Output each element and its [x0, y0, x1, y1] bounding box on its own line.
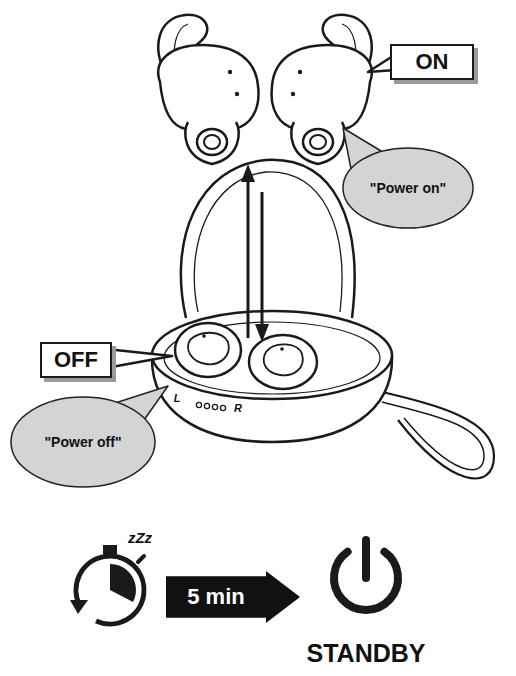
bubble-ellipse: [11, 397, 155, 487]
earbud-face: [264, 344, 303, 375]
callout-text: OFF: [54, 347, 98, 372]
callout-box: ON: [390, 44, 474, 80]
stopwatch-arrow: [70, 600, 88, 614]
callout-box: OFF: [40, 342, 112, 378]
case-lid: [181, 160, 355, 318]
bubble-text: "Power on": [370, 180, 446, 196]
case-side-label: R: [234, 402, 242, 414]
time-text: 5 min: [187, 584, 244, 609]
earbud-face: [188, 333, 229, 365]
case-side-label: L: [174, 392, 181, 404]
stopwatch-ring: [76, 556, 144, 624]
speech-bubble: "Power on": [342, 147, 474, 229]
case-rim-inner: [164, 322, 380, 394]
earbud-dot: [202, 334, 206, 338]
lanyard-inner: [382, 402, 484, 470]
arrow-up-head: [241, 164, 255, 182]
stopwatch-pin: [138, 556, 144, 562]
arrow-down-head: [255, 324, 269, 342]
time-arrow: 5 min: [166, 571, 300, 623]
earbud-in-case: [249, 335, 317, 389]
led-dot: [212, 404, 217, 409]
arrow-up-line: [247, 180, 250, 338]
earbud-dot: [280, 347, 284, 351]
state-label: STANDBY: [307, 640, 426, 668]
speech-bubble: "Power off": [10, 396, 156, 488]
case-rim: [152, 311, 392, 399]
callout-text: ON: [416, 49, 449, 74]
lanyard: [382, 392, 494, 478]
bubble-ellipse: [343, 148, 473, 228]
sleep-symbol: zZz: [128, 530, 152, 547]
earbud-in-case: [175, 323, 241, 377]
led-dot: [196, 402, 201, 407]
led-dot: [204, 403, 209, 408]
arrow-down-line: [261, 192, 264, 326]
bubble-text: "Power off": [44, 434, 121, 450]
stopwatch-button: [103, 545, 117, 554]
callout-pointer: [106, 349, 172, 368]
stopwatch-wedge: [110, 564, 136, 602]
left-earbud: [158, 15, 258, 164]
case-lid-inner: [194, 172, 342, 312]
led-dot: [220, 405, 225, 410]
power-icon-bar: [362, 540, 370, 578]
arrow-polygon: [166, 571, 300, 623]
